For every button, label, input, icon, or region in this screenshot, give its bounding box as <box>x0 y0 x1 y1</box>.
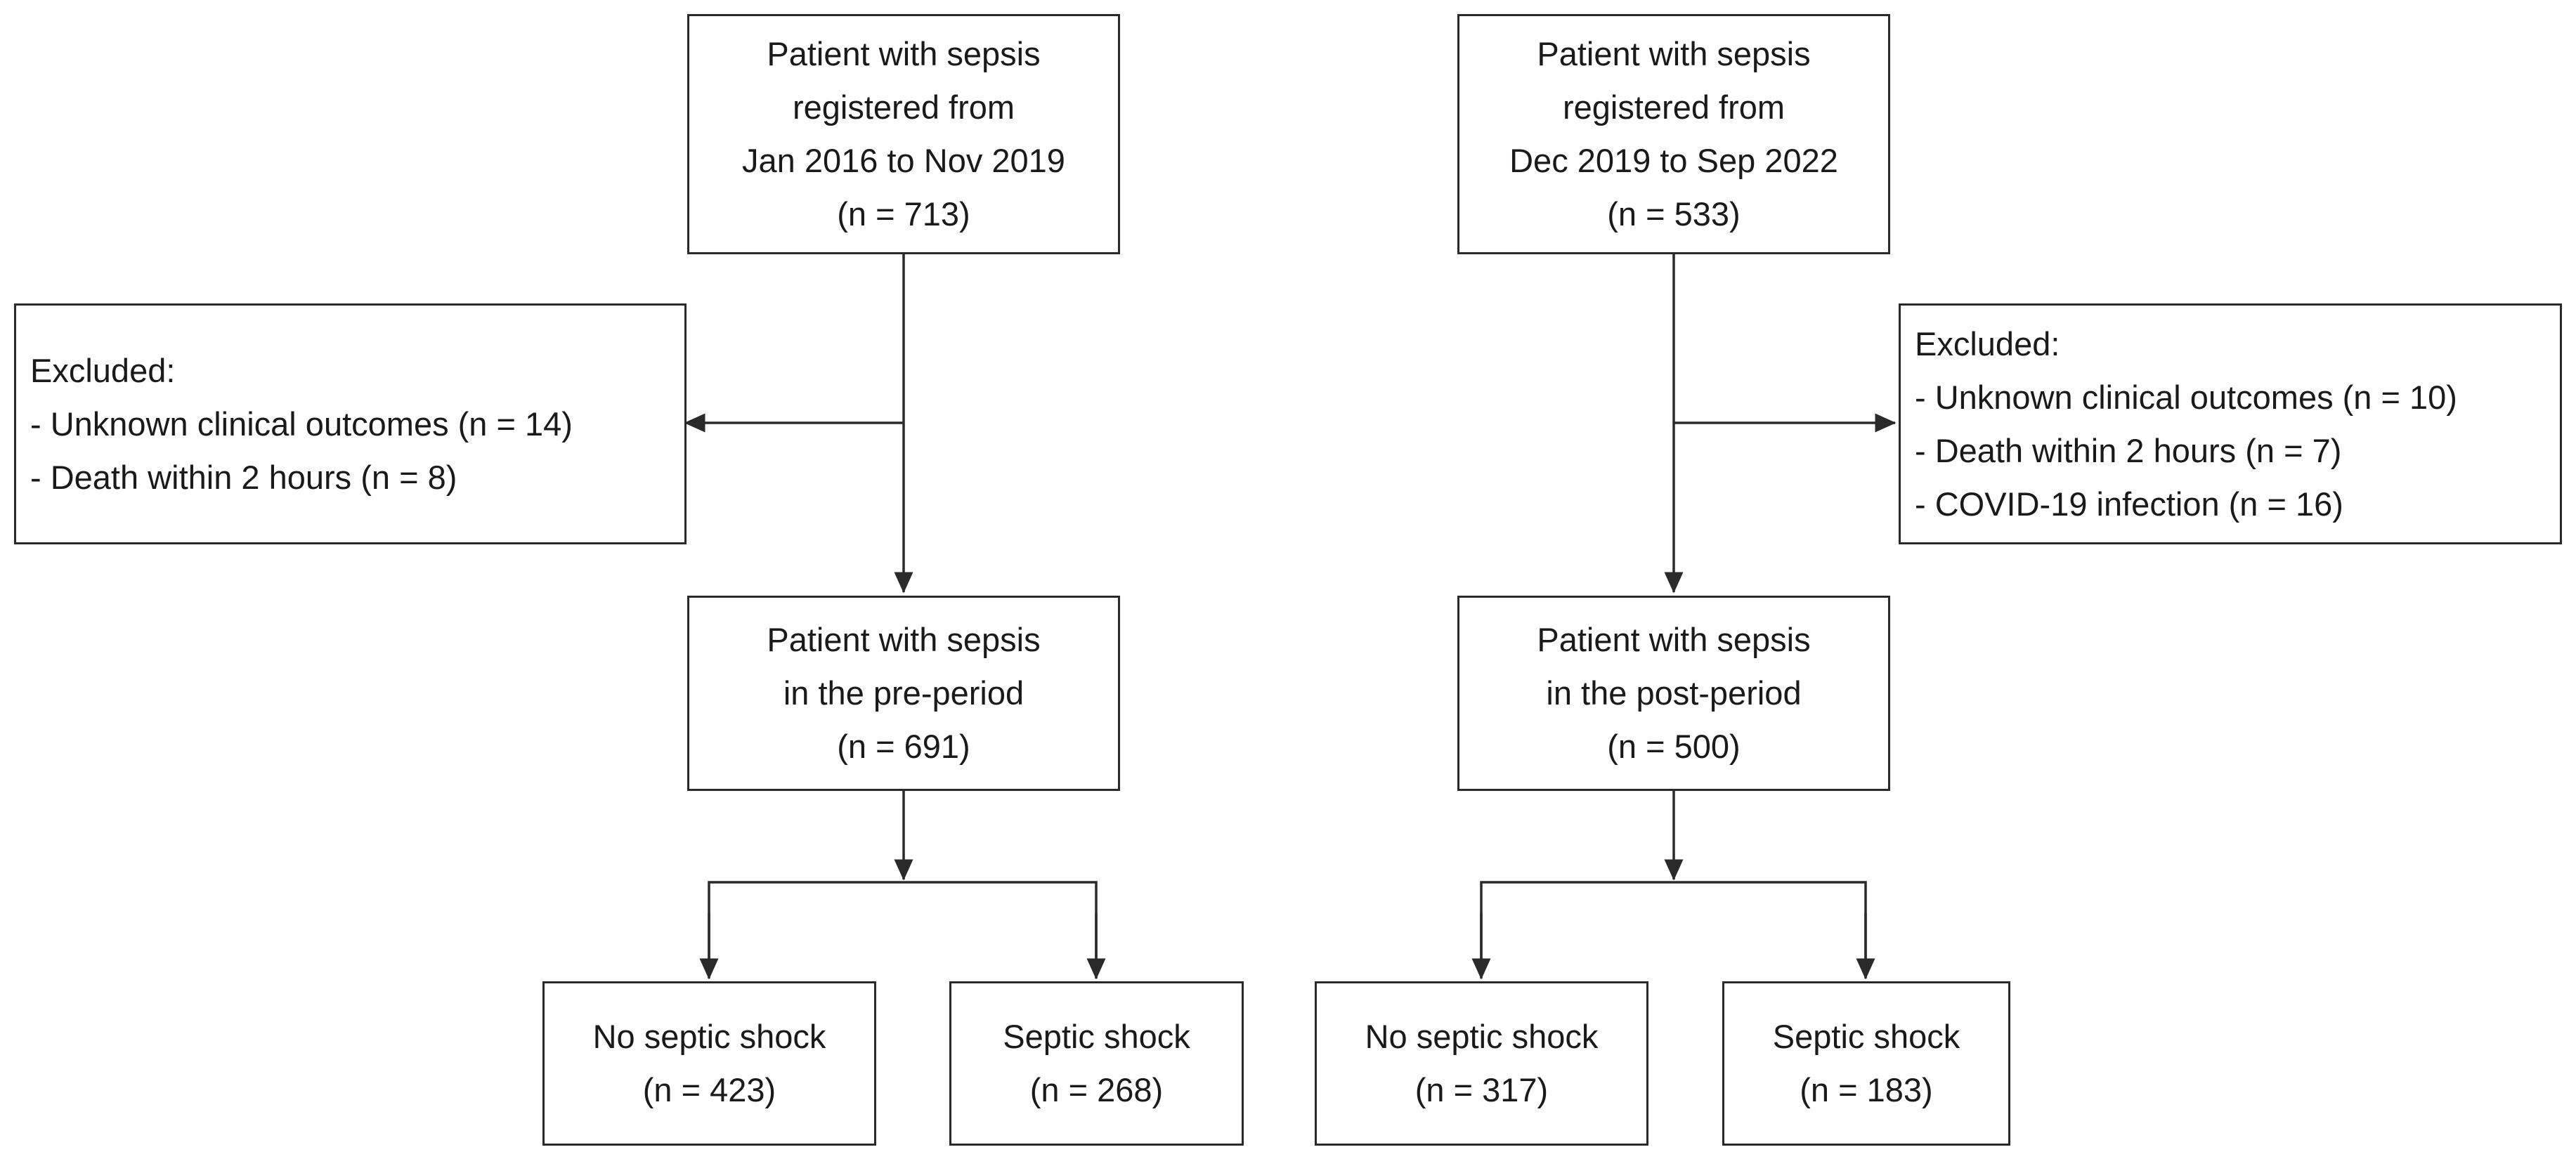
left-shock-box: Septic shock (n = 268) <box>949 981 1244 1146</box>
left-registered-box: Patient with sepsis registered from Jan … <box>687 14 1120 254</box>
right-registered-count: (n = 533) <box>1607 195 1741 233</box>
right-shock-label: Septic shock <box>1772 1018 1960 1055</box>
line-right-split <box>1480 881 1867 975</box>
right-period-line-2: in the post-period <box>1546 674 1802 712</box>
left-excluded-box: Excluded: - Unknown clinical outcomes (n… <box>14 303 687 544</box>
left-excluded-item-2: - Death within 2 hours (n = 8) <box>30 458 457 496</box>
right-no-shock-box: No septic shock (n = 317) <box>1315 981 1648 1146</box>
left-excluded-heading: Excluded: <box>30 351 176 389</box>
right-registered-line-2: registered from <box>1562 89 1785 126</box>
right-shock-box: Septic shock (n = 183) <box>1722 981 2010 1146</box>
left-no-shock-label: No septic shock <box>592 1018 826 1055</box>
right-excluded-item-3: - COVID-19 infection (n = 16) <box>1915 485 2343 523</box>
left-registered-line-3: Jan 2016 to Nov 2019 <box>742 142 1065 179</box>
right-no-shock-count: (n = 317) <box>1414 1071 1549 1108</box>
left-shock-count: (n = 268) <box>1029 1071 1164 1108</box>
right-excluded-item-2: - Death within 2 hours (n = 7) <box>1915 431 2342 469</box>
right-period-count: (n = 500) <box>1607 728 1741 765</box>
left-no-shock-count: (n = 423) <box>642 1071 776 1108</box>
right-excluded-box: Excluded: - Unknown clinical outcomes (n… <box>1899 303 2562 544</box>
line-left-split <box>708 881 1098 975</box>
left-period-line-1: Patient with sepsis <box>767 621 1041 658</box>
right-excluded-item-1: - Unknown clinical outcomes (n = 10) <box>1915 378 2457 416</box>
right-registered-box: Patient with sepsis registered from Dec … <box>1457 14 1890 254</box>
left-registered-line-1: Patient with sepsis <box>767 35 1041 72</box>
left-period-box: Patient with sepsis in the pre-period (n… <box>687 596 1120 791</box>
left-shock-label: Septic shock <box>1003 1018 1190 1055</box>
right-shock-count: (n = 183) <box>1800 1071 1933 1108</box>
right-period-box: Patient with sepsis in the post-period (… <box>1457 596 1890 791</box>
left-registered-count: (n = 713) <box>837 195 970 233</box>
right-registered-line-1: Patient with sepsis <box>1537 35 1811 72</box>
left-no-shock-box: No septic shock (n = 423) <box>542 981 876 1146</box>
right-no-shock-label: No septic shock <box>1365 1018 1599 1055</box>
right-period-line-1: Patient with sepsis <box>1537 621 1811 658</box>
left-excluded-item-1: - Unknown clinical outcomes (n = 14) <box>30 405 573 443</box>
left-period-line-2: in the pre-period <box>783 674 1024 712</box>
left-registered-line-2: registered from <box>792 89 1015 126</box>
left-period-count: (n = 691) <box>837 728 970 765</box>
right-registered-line-3: Dec 2019 to Sep 2022 <box>1509 142 1838 179</box>
right-excluded-heading: Excluded: <box>1915 325 2060 362</box>
